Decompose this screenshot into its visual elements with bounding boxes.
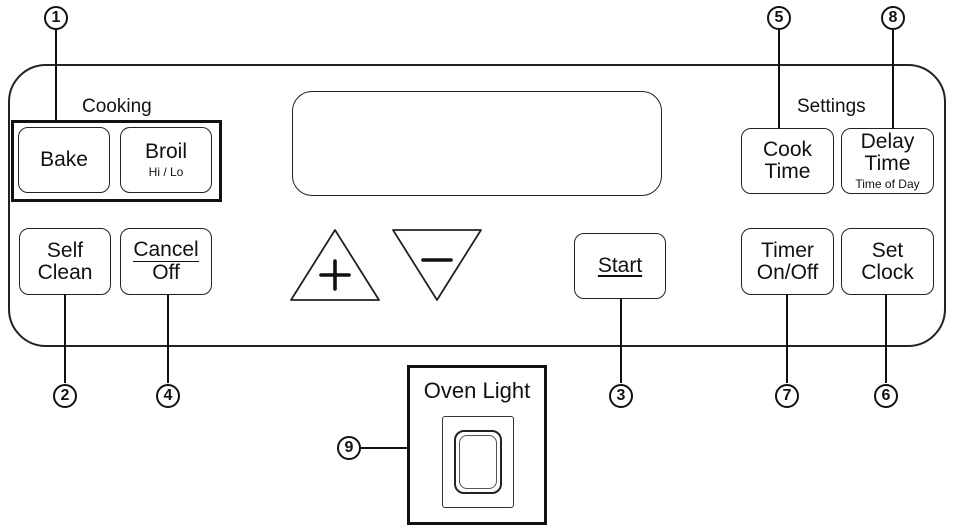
self-clean-line2: Clean (37, 260, 93, 284)
broil-button[interactable]: Broil Hi / Lo (120, 127, 212, 193)
cook-time-line2: Time (764, 160, 811, 183)
cooking-group-box (11, 120, 222, 202)
off-label: Off (152, 261, 180, 284)
callout-9-leader (361, 447, 408, 449)
display-window (292, 91, 662, 196)
callout-1: 1 (44, 6, 68, 30)
bake-label: Bake (40, 148, 88, 171)
cancel-off-button[interactable]: Cancel Off (120, 228, 212, 295)
callout-7: 7 (775, 384, 799, 408)
timer-on-off-button[interactable]: Timer On/Off (741, 228, 834, 295)
set-clock-line2: Clock (861, 260, 914, 284)
rocker-switch-inner (459, 435, 497, 489)
plus-triangle-icon (290, 229, 380, 301)
time-of-day-label: Time of Day (855, 177, 920, 191)
delay-time-line1: Delay (860, 130, 915, 153)
callout-3: 3 (609, 384, 633, 408)
start-button[interactable]: Start (574, 233, 666, 299)
oven-light-rocker-switch[interactable] (454, 430, 502, 494)
delay-time-line2: Time (864, 152, 911, 175)
set-clock-button[interactable]: Set Clock (841, 228, 934, 295)
oven-light-label: Oven Light (423, 378, 531, 403)
callout-4-leader (167, 294, 169, 383)
timer-line1: Timer (761, 238, 814, 262)
callout-1-leader (55, 30, 57, 121)
control-panel (8, 64, 946, 347)
timer-line2: On/Off (756, 260, 819, 284)
callout-8: 8 (881, 6, 905, 30)
callout-9: 9 (337, 436, 361, 460)
callout-5: 5 (767, 6, 791, 30)
broil-sub-label: Hi / Lo (148, 165, 184, 179)
plus-button[interactable]: + (288, 227, 382, 303)
set-clock-line1: Set (871, 238, 904, 262)
bake-button[interactable]: Bake (18, 127, 110, 193)
callout-2-leader (64, 294, 66, 383)
callout-2: 2 (53, 384, 77, 408)
callout-7-leader (786, 294, 788, 383)
minus-button[interactable]: − (390, 227, 484, 303)
callout-6-leader (885, 294, 887, 383)
callout-3-leader (620, 298, 622, 383)
cancel-label: Cancel (133, 238, 199, 262)
oven-light-box: Oven Light (407, 365, 547, 525)
cook-time-button[interactable]: Cook Time (741, 128, 834, 194)
cooking-label: Cooking (82, 96, 152, 117)
callout-6: 6 (874, 384, 898, 408)
minus-triangle-icon (392, 229, 482, 301)
callout-5-leader (778, 30, 780, 129)
broil-label: Broil (144, 140, 187, 163)
oven-light-switch-frame (442, 416, 514, 508)
callout-4: 4 (156, 384, 180, 408)
callout-8-leader (892, 30, 894, 129)
settings-label: Settings (797, 96, 866, 117)
cook-time-line1: Cook (762, 138, 813, 161)
self-clean-button[interactable]: Self Clean (19, 228, 111, 295)
delay-time-button[interactable]: Delay Time Time of Day (841, 128, 934, 194)
start-label: Start (597, 254, 643, 277)
self-clean-line1: Self (46, 238, 84, 262)
